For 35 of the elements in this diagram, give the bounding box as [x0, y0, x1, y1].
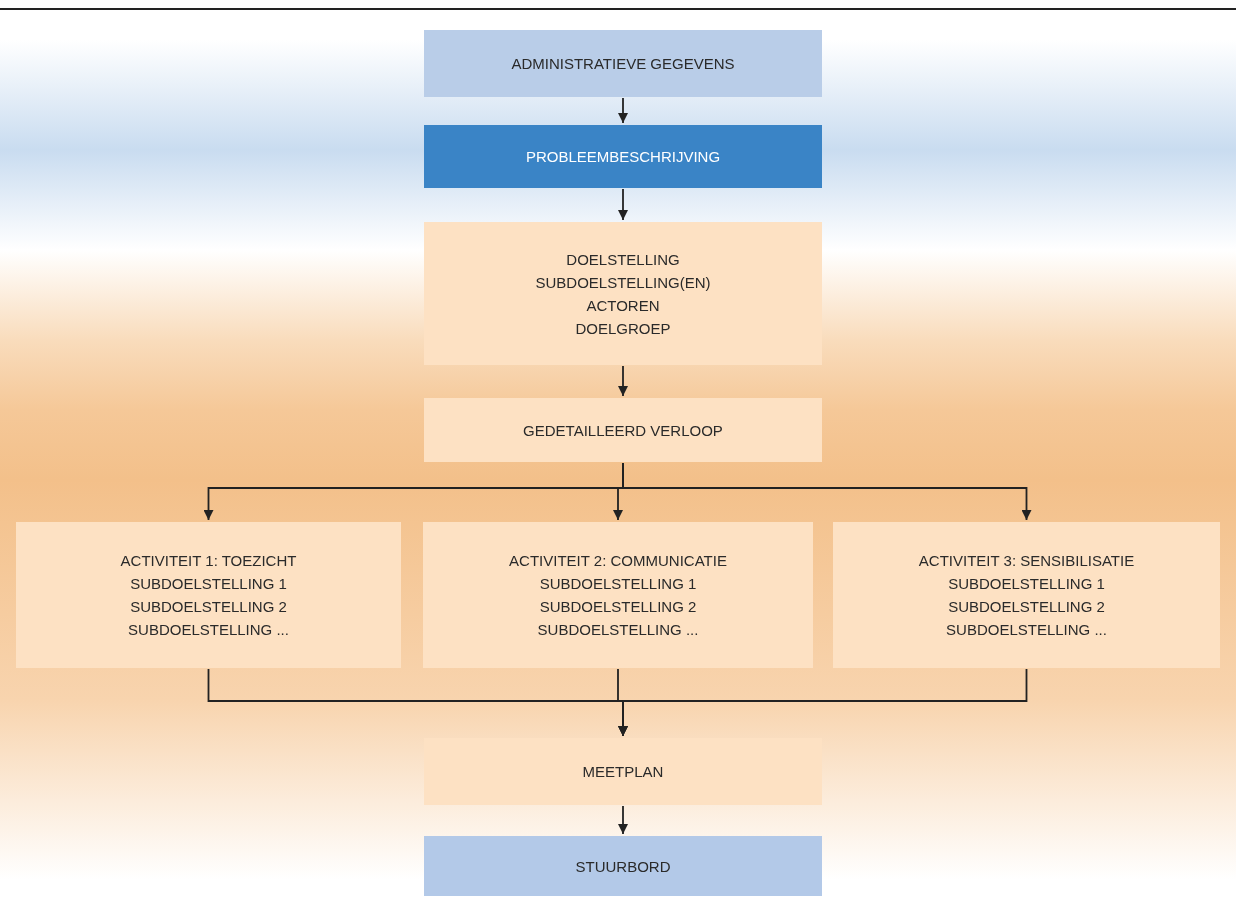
- box-text: ADMINISTRATIEVE GEGEVENS: [511, 54, 735, 74]
- arrow: [618, 668, 1028, 737]
- box-text: GEDETAILLEERD VERLOOP: [523, 420, 723, 441]
- box-text: DOELGROEP: [575, 318, 671, 339]
- arrow: [618, 805, 628, 835]
- process-box: [424, 738, 822, 805]
- box-text: SUBDOELSTELLING 2: [948, 597, 1105, 617]
- process-box: [424, 836, 822, 896]
- arrow: [618, 188, 628, 221]
- box-text: SUBDOELSTELLING 1: [539, 574, 697, 594]
- box-text: ACTIVITEIT 2: COMMUNICATIE: [509, 551, 727, 571]
- box-text: SUBDOELSTELLING 2: [130, 597, 287, 617]
- process-box: [424, 398, 822, 462]
- process-box: [424, 30, 822, 97]
- box-text: SUBDOELSTELLING 1: [948, 574, 1105, 594]
- process-box: [16, 522, 401, 668]
- box-text: SUBDOELSTELLING ...: [128, 620, 289, 640]
- box-text: ACTIVITEIT 1: TOEZICHT: [120, 551, 297, 571]
- box-text: STUURBORD: [575, 856, 671, 877]
- box-text: MEETPLAN: [582, 762, 664, 782]
- box-text: SUBDOELSTELLING(EN): [535, 272, 711, 293]
- box-text: SUBDOELSTELLING 2: [539, 597, 697, 617]
- box-text: SUBDOELSTELLING ...: [946, 620, 1107, 640]
- process-box: [833, 522, 1220, 668]
- box-text: DOELSTELLING: [566, 249, 680, 270]
- box-text: ACTIVITEIT 3: SENSIBILISATIE: [918, 551, 1135, 571]
- arrow: [618, 365, 628, 397]
- box-text: SUBDOELSTELLING 1: [130, 574, 287, 594]
- box-text: ACTOREN: [586, 295, 660, 316]
- process-box: [423, 522, 813, 668]
- box-text: PROBLEEMBESCHRIJVING: [525, 147, 721, 167]
- arrow: [618, 97, 628, 124]
- process-box: [424, 222, 822, 365]
- box-text: SUBDOELSTELLING ...: [537, 620, 699, 640]
- process-box: [424, 125, 822, 188]
